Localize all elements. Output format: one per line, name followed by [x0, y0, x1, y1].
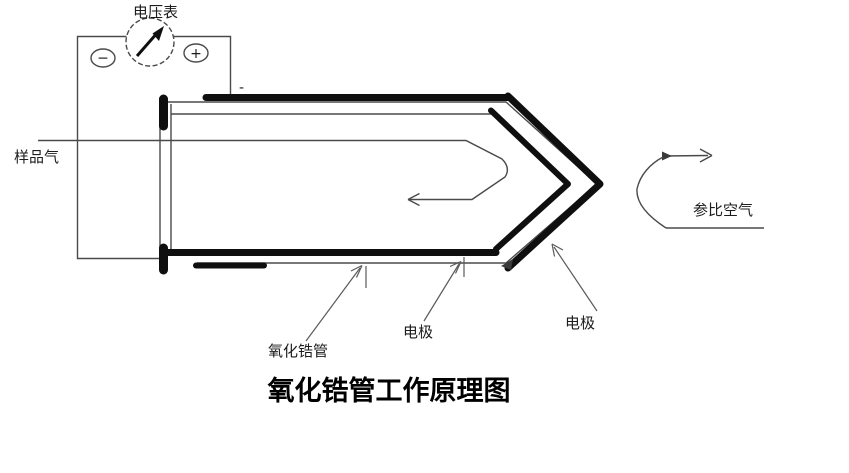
wire-right: [174, 35, 232, 96]
sample-gas-label: 样品气: [14, 149, 59, 166]
voltmeter-dial-icon: [125, 17, 175, 67]
polarity-dash-mark: -: [239, 80, 244, 96]
voltmeter-label: 电压表: [133, 4, 178, 21]
voltmeter-circuit: − + 电压表 -: [76, 4, 244, 260]
wire-left: [76, 35, 160, 260]
sample-gas-flow: 样品气: [14, 139, 509, 207]
plus-terminal-icon: [183, 43, 209, 63]
voltmeter-needle-icon: [135, 31, 160, 57]
tube-bottom-junction-arrowhead-icon: [501, 259, 513, 270]
voltmeter-needle-arrowhead-icon: [152, 26, 164, 41]
reference-air-out-arrowhead-icon: [699, 148, 713, 163]
zirconia-tube-label: 氧化锆管: [268, 343, 328, 360]
electrode-tip-leader-arrowhead-icon: [551, 243, 564, 257]
minus-terminal-icon: [90, 48, 116, 68]
plus-terminal-symbol: +: [190, 46, 202, 62]
sample-gas-flow-path: [38, 139, 509, 201]
electrode-bottom-leader-line: [423, 263, 460, 322]
zirconia-tube-body: [159, 92, 604, 275]
reference-air-flow: 参比空气: [636, 148, 764, 229]
reference-air-start-arrowhead-icon: [662, 151, 672, 161]
electrode-bottom-label: 电极: [403, 324, 433, 341]
zirconia-tube-leader-line: [305, 267, 361, 342]
electrode-tip-leader-line: [553, 246, 598, 312]
zirconia-tube-leader-arrowhead-icon: [350, 264, 363, 278]
electrode-inner-chevron: [488, 107, 571, 252]
tube-outer-wall: [168, 101, 599, 264]
diagram-title: 氧化锆管工作原理图: [267, 376, 511, 406]
annotations: 氧化锆管 电极 电极: [268, 243, 598, 360]
electrode-outer-chevron: [504, 92, 604, 272]
electrode-tip-label: 电极: [565, 315, 595, 332]
electrode-bottom-leader-arrowhead-icon: [449, 260, 462, 274]
reference-air-label: 参比空气: [693, 202, 753, 219]
reference-air-curve: [636, 156, 667, 229]
minus-terminal-symbol: −: [97, 51, 109, 67]
sample-gas-return-arrowhead-icon: [407, 192, 420, 207]
